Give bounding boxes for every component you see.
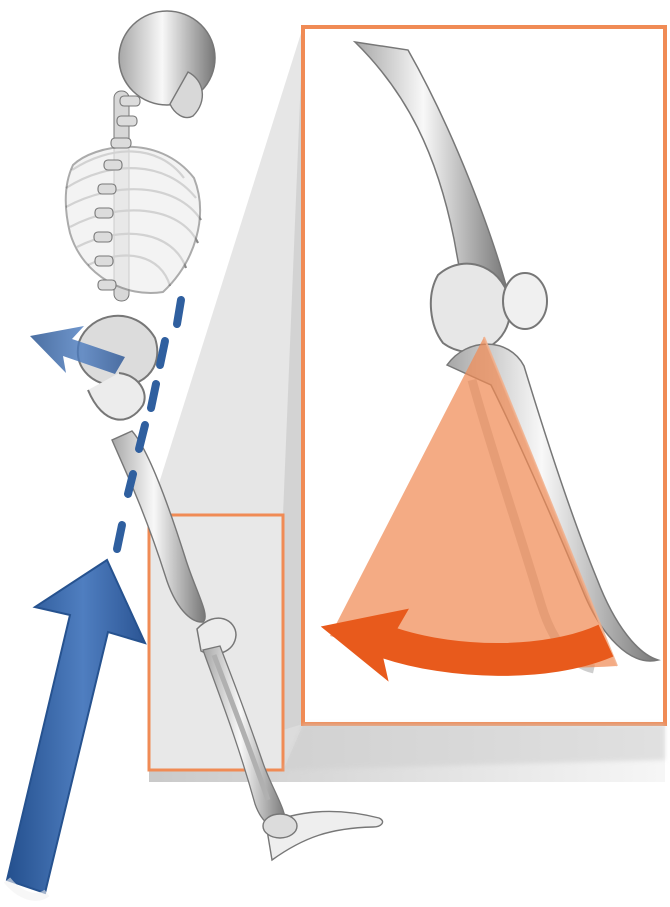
knee-detail-panel [303, 27, 665, 724]
upward-force-arrow [7, 560, 145, 897]
